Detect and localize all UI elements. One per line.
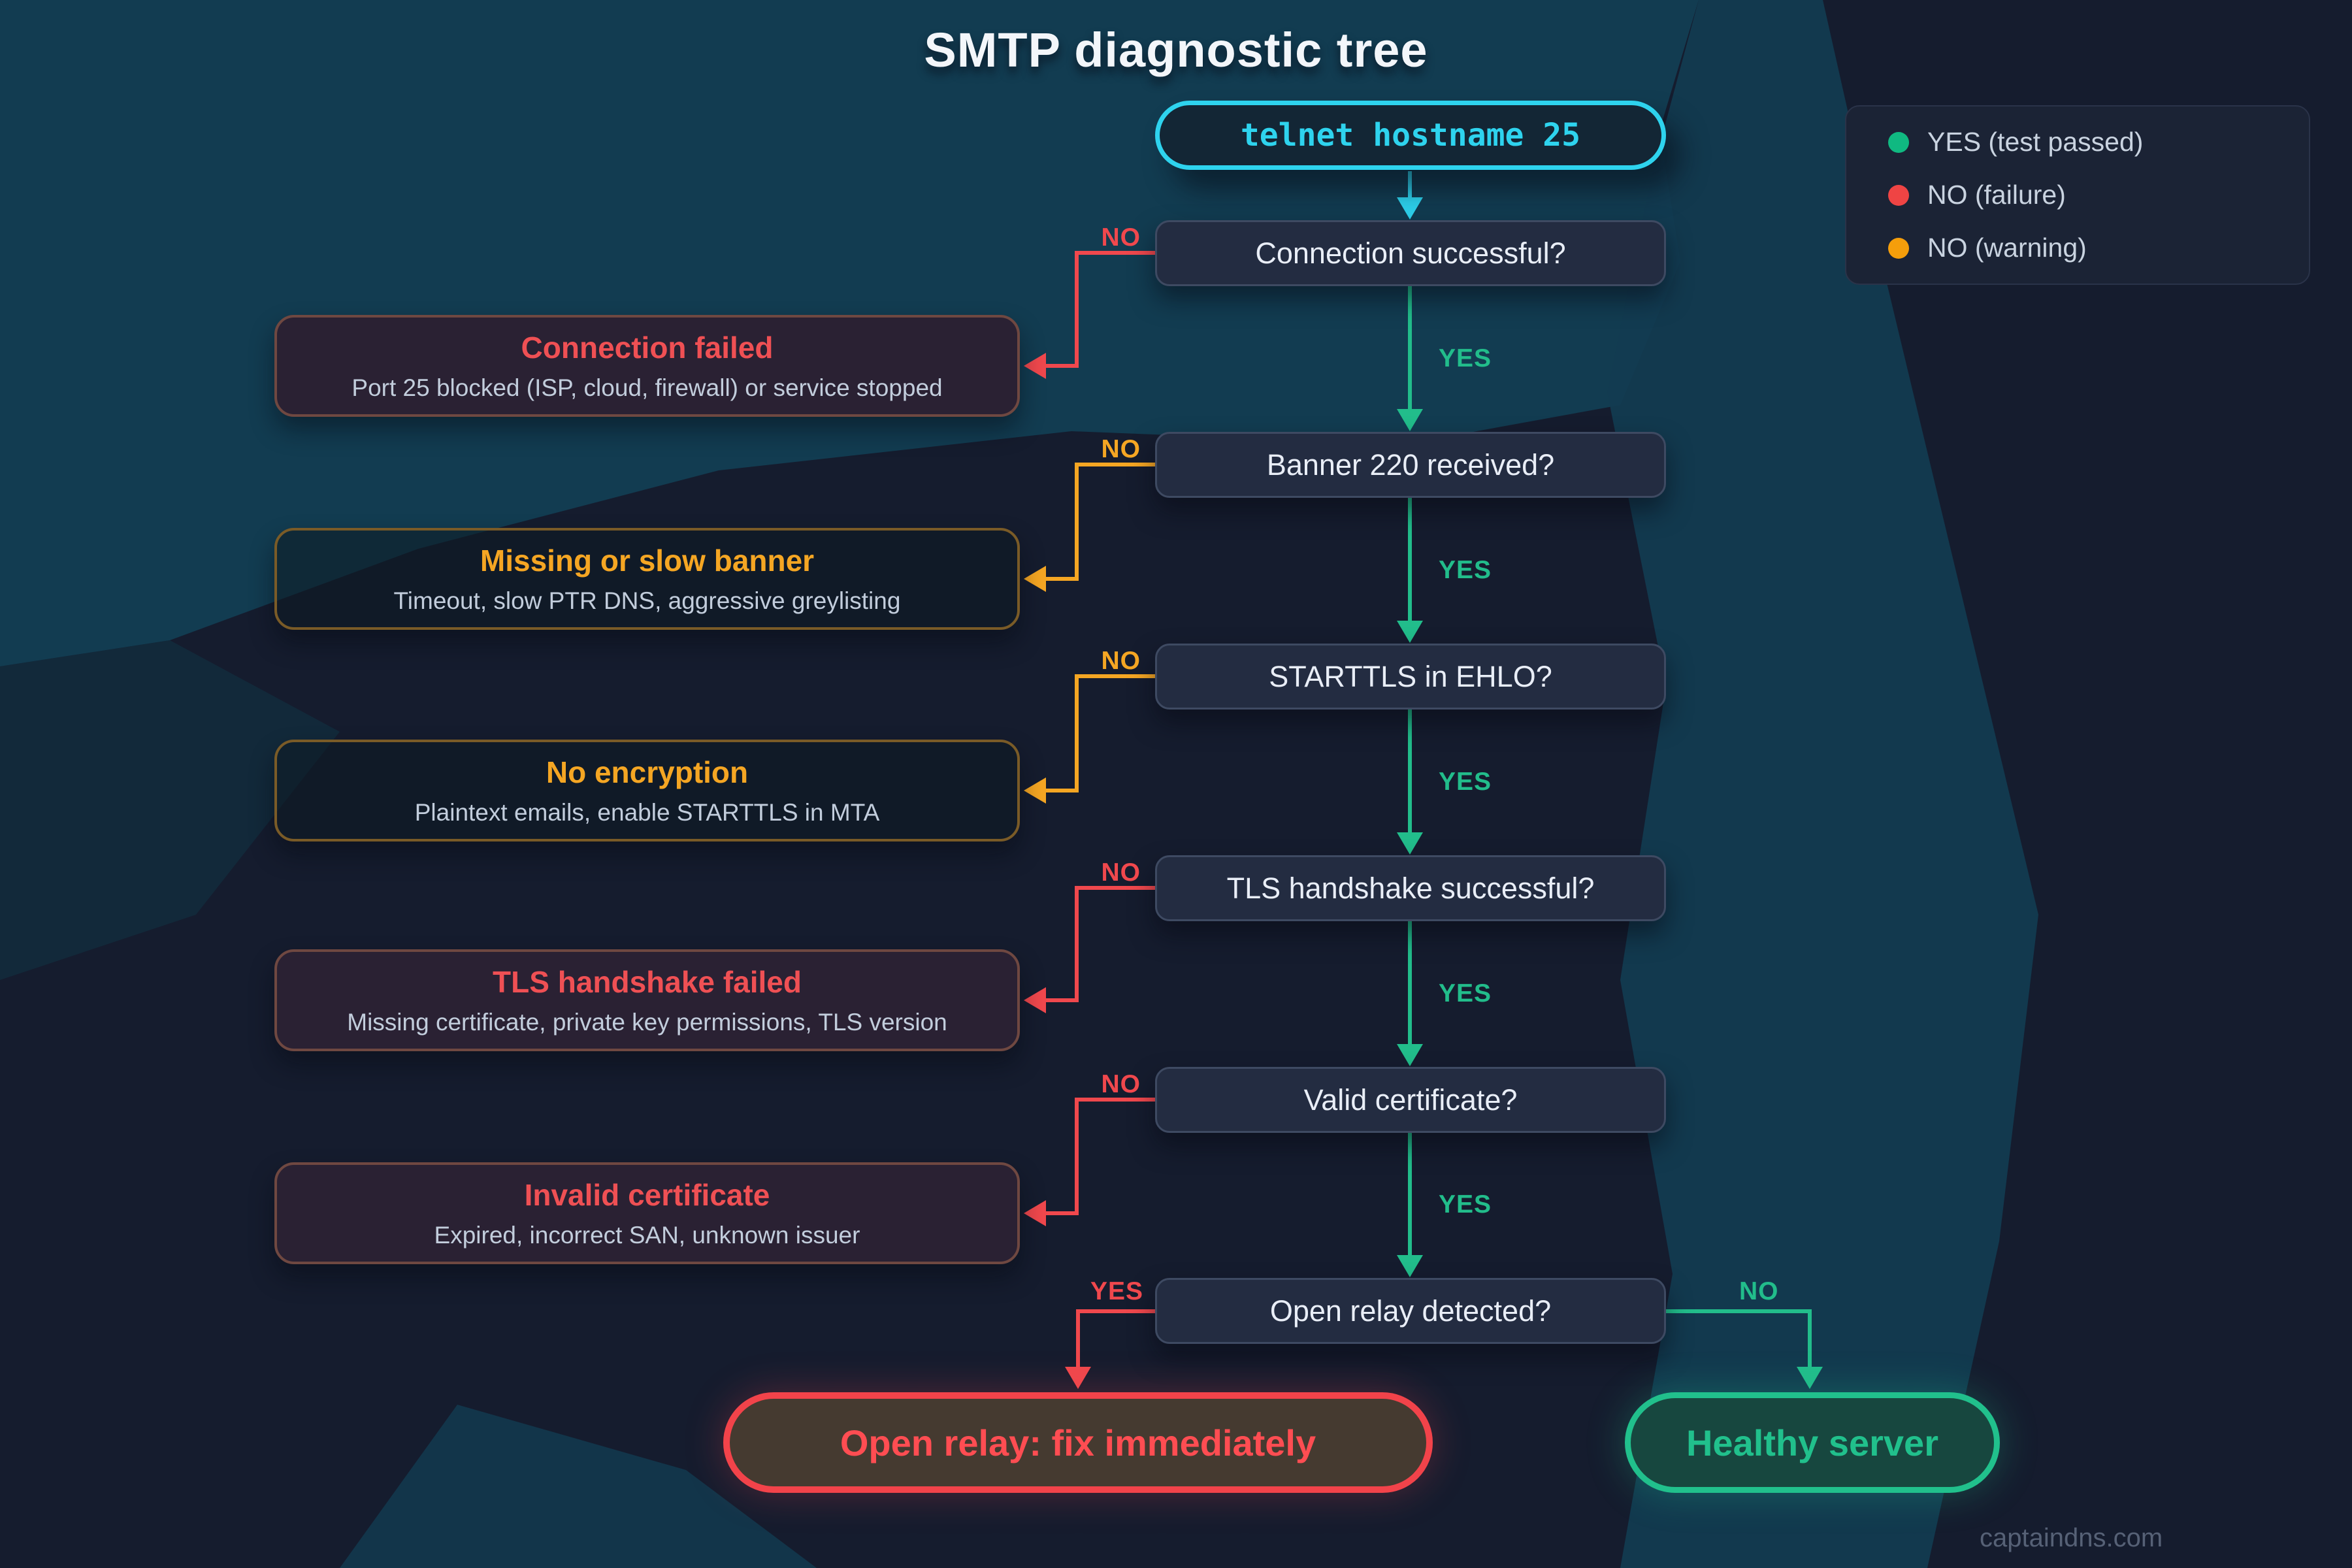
result-invalid-certificate: Invalid certificate Expired, incorrect S… xyxy=(274,1162,1020,1264)
result-title: TLS handshake failed xyxy=(493,965,802,999)
legend-label: YES (test passed) xyxy=(1927,127,2144,157)
result-subtitle: Timeout, slow PTR DNS, aggressive greyli… xyxy=(393,587,901,614)
question-open-relay: Open relay detected? xyxy=(1155,1278,1666,1344)
question-valid-certificate: Valid certificate? xyxy=(1155,1067,1666,1133)
legend-label: NO (failure) xyxy=(1927,180,2066,210)
edge-label-no: NO xyxy=(1101,435,1141,463)
edge-label-yes: YES xyxy=(1439,1190,1492,1218)
page-title: SMTP diagnostic tree xyxy=(924,23,1428,77)
edge-label-yes: YES xyxy=(1439,979,1492,1007)
terminal-healthy-server: Healthy server xyxy=(1625,1392,2000,1493)
legend-item-no-failure: NO (failure) xyxy=(1888,180,2309,210)
legend-item-yes: YES (test passed) xyxy=(1888,127,2309,157)
edge-label-no-success: NO xyxy=(1739,1277,1779,1305)
result-tls-handshake-failed: TLS handshake failed Missing certificate… xyxy=(274,949,1020,1051)
legend-dot-red-icon xyxy=(1888,184,1909,206)
result-connection-failed: Connection failed Port 25 blocked (ISP, … xyxy=(274,315,1020,417)
edge-label-no: NO xyxy=(1101,858,1141,887)
watermark: captaindns.com xyxy=(1980,1524,2163,1552)
legend-dot-green-icon xyxy=(1888,131,1909,153)
result-title: Invalid certificate xyxy=(524,1178,770,1212)
terminal-open-relay-fix: Open relay: fix immediately xyxy=(723,1392,1433,1493)
legend-item-no-warning: NO (warning) xyxy=(1888,233,2309,263)
result-no-encryption: No encryption Plaintext emails, enable S… xyxy=(274,740,1020,841)
result-title: Connection failed xyxy=(521,331,774,365)
result-subtitle: Expired, incorrect SAN, unknown issuer xyxy=(434,1222,860,1249)
edge-label-yes: YES xyxy=(1439,768,1492,796)
start-node-telnet: telnet hostname 25 xyxy=(1155,101,1666,170)
result-title: Missing or slow banner xyxy=(480,544,815,578)
result-title: No encryption xyxy=(546,755,749,789)
edge-label-no: NO xyxy=(1101,647,1141,675)
edge-label-yes: YES xyxy=(1439,556,1492,584)
edge-label-yes-danger: YES xyxy=(1090,1277,1143,1305)
result-missing-banner: Missing or slow banner Timeout, slow PTR… xyxy=(274,528,1020,630)
question-tls-handshake: TLS handshake successful? xyxy=(1155,855,1666,921)
legend-dot-orange-icon xyxy=(1888,237,1909,259)
question-starttls-ehlo: STARTTLS in EHLO? xyxy=(1155,644,1666,710)
legend-label: NO (warning) xyxy=(1927,233,2087,263)
edge-label-no: NO xyxy=(1101,223,1141,252)
question-connection-successful: Connection successful? xyxy=(1155,220,1666,286)
result-subtitle: Port 25 blocked (ISP, cloud, firewall) o… xyxy=(351,374,943,401)
question-banner-220: Banner 220 received? xyxy=(1155,432,1666,498)
result-subtitle: Plaintext emails, enable STARTTLS in MTA xyxy=(414,799,880,826)
edge-label-yes: YES xyxy=(1439,344,1492,372)
edge-label-no: NO xyxy=(1101,1070,1141,1098)
result-subtitle: Missing certificate, private key permiss… xyxy=(347,1009,947,1036)
legend: YES (test passed) NO (failure) NO (warni… xyxy=(1845,105,2310,285)
